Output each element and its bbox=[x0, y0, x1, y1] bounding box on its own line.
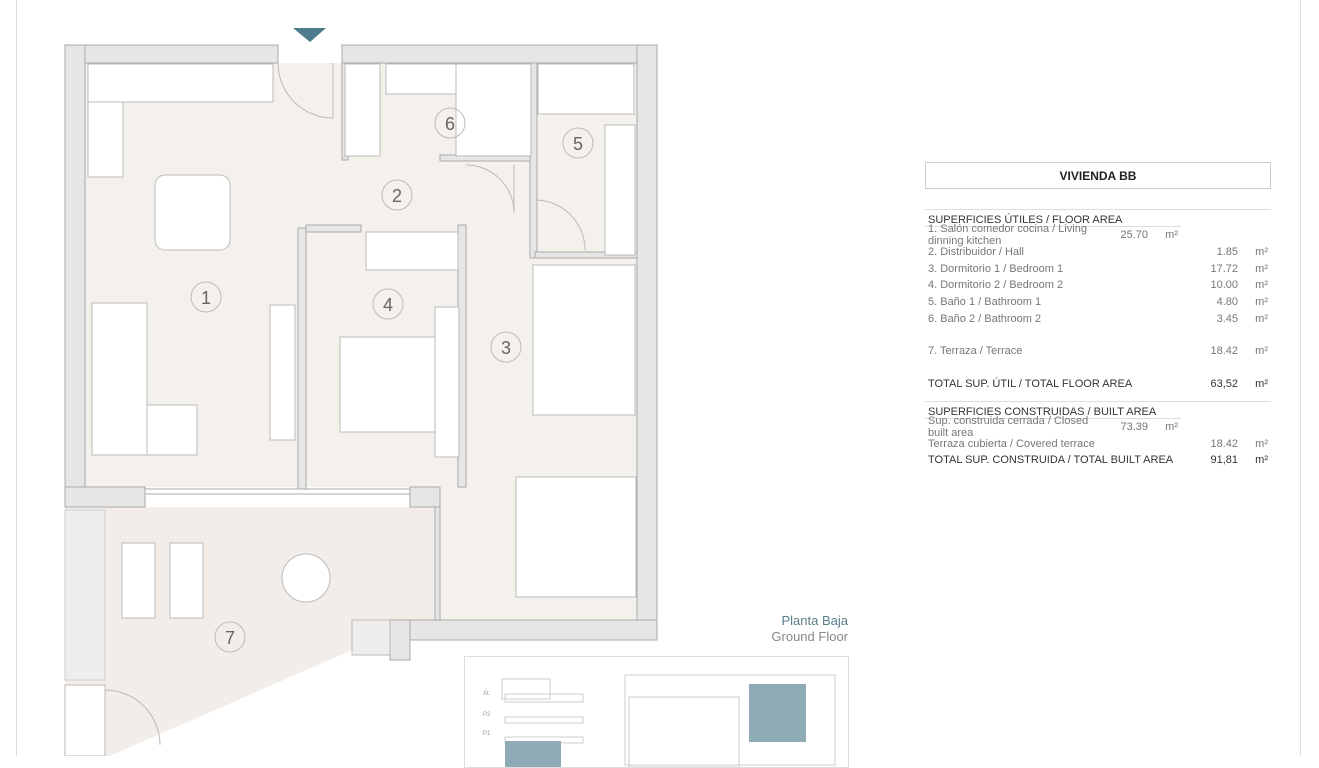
floor-name-en: Ground Floor bbox=[771, 629, 848, 644]
door-swings bbox=[104, 62, 586, 746]
unit-title: VIVIENDA BB bbox=[925, 162, 1271, 189]
area-label: 1. Salón comedor cocina / Living dinning… bbox=[928, 223, 1087, 248]
level-label: P1 bbox=[483, 731, 491, 737]
floor-plan: 1 2 3 4 5 6 7 bbox=[64, 28, 658, 756]
area-unit: m² bbox=[1165, 420, 1178, 433]
area-value: 3.45 bbox=[1216, 312, 1238, 325]
entrance-arrow-icon bbox=[293, 28, 326, 42]
planter bbox=[64, 509, 106, 681]
room-number: 4 bbox=[383, 295, 393, 315]
built-area-row: Terraza cubierta / Covered terrace 18.42 m… bbox=[925, 435, 1271, 452]
area-value: 25.70 bbox=[1120, 229, 1148, 242]
floor-area-heading: SUPERFICIES ÚTILES / FLOOR AREA bbox=[925, 209, 1271, 226]
built-area-row: Sup. construida cerrada / Closed built a… bbox=[925, 414, 1181, 439]
room-number: 7 bbox=[225, 628, 235, 648]
room-number: 2 bbox=[392, 186, 402, 206]
room-labels bbox=[190, 107, 594, 653]
room-area-row: 6. Baño 2 / Bathroom 2 3.45 m² bbox=[925, 310, 1271, 327]
pillar-planter bbox=[351, 619, 391, 656]
area-unit: m² bbox=[1255, 262, 1268, 275]
area-label: 4. Dormitorio 2 / Bedroom 2 bbox=[928, 279, 1064, 292]
room-area-row: 1. Salón comedor cocina / Living dinning… bbox=[925, 223, 1181, 248]
page-border bbox=[16, 0, 17, 756]
level-label: P2 bbox=[483, 712, 491, 718]
area-label: 6. Baño 2 / Bathroom 2 bbox=[928, 312, 1042, 325]
area-unit: m² bbox=[1255, 296, 1268, 309]
room-area-row: 4. Dormitorio 2 / Bedroom 2 10.00 m² bbox=[925, 277, 1271, 294]
area-value: 73.39 bbox=[1120, 420, 1148, 433]
area-unit: m² bbox=[1255, 246, 1268, 259]
room-number: 5 bbox=[573, 134, 583, 154]
area-value: 18.42 bbox=[1210, 437, 1238, 450]
room-area-row: 5. Baño 1 / Bathroom 1 4.80 m² bbox=[925, 294, 1271, 311]
area-label: Terraza cubierta / Covered terrace bbox=[928, 437, 1095, 450]
area-label: 3. Dormitorio 1 / Bedroom 1 bbox=[928, 262, 1064, 275]
area-label: Sup. construida cerrada / Closed built a… bbox=[928, 414, 1089, 439]
room-number: 6 bbox=[445, 114, 455, 134]
area-value: 4.80 bbox=[1216, 296, 1238, 309]
area-label: 2. Distribuidor / Hall bbox=[928, 246, 1024, 259]
room-area-row: 3. Dormitorio 1 / Bedroom 1 17.72 m² bbox=[925, 260, 1271, 277]
area-value: 17.72 bbox=[1210, 262, 1238, 275]
key-plan-drawing bbox=[501, 674, 836, 767]
area-value: 1.85 bbox=[1216, 246, 1238, 259]
furniture bbox=[64, 63, 637, 756]
area-unit: m² bbox=[1255, 437, 1268, 450]
area-value: 10.00 bbox=[1210, 279, 1238, 292]
page-border bbox=[1300, 0, 1301, 756]
area-unit: m² bbox=[1165, 229, 1178, 242]
area-table: VIVIENDA BB SUPERFICIES ÚTILES / FLOOR A… bbox=[925, 162, 1271, 469]
walls bbox=[64, 44, 658, 661]
room-number: 3 bbox=[501, 338, 511, 358]
windows bbox=[144, 488, 411, 495]
level-label: Át. bbox=[483, 691, 491, 697]
room-number: 1 bbox=[201, 288, 211, 308]
total-built-area-row: TOTAL SUP. CONSTRUIDA / TOTAL BUILT AREA… bbox=[928, 454, 1268, 467]
area-unit: m² bbox=[1255, 279, 1268, 292]
area-label: 5. Baño 1 / Bathroom 1 bbox=[928, 296, 1042, 309]
built-area-heading: SUPERFICIES CONSTRUIDAS / BUILT AREA bbox=[925, 400, 1271, 418]
room-area-row: 2. Distribuidor / Hall 1.85 m² bbox=[925, 244, 1271, 261]
floor-name-es: Planta Baja bbox=[781, 613, 849, 628]
key-plan: Át. P2 P1 bbox=[464, 656, 849, 768]
terrace-floor bbox=[65, 507, 435, 756]
area-unit: m² bbox=[1255, 312, 1268, 325]
